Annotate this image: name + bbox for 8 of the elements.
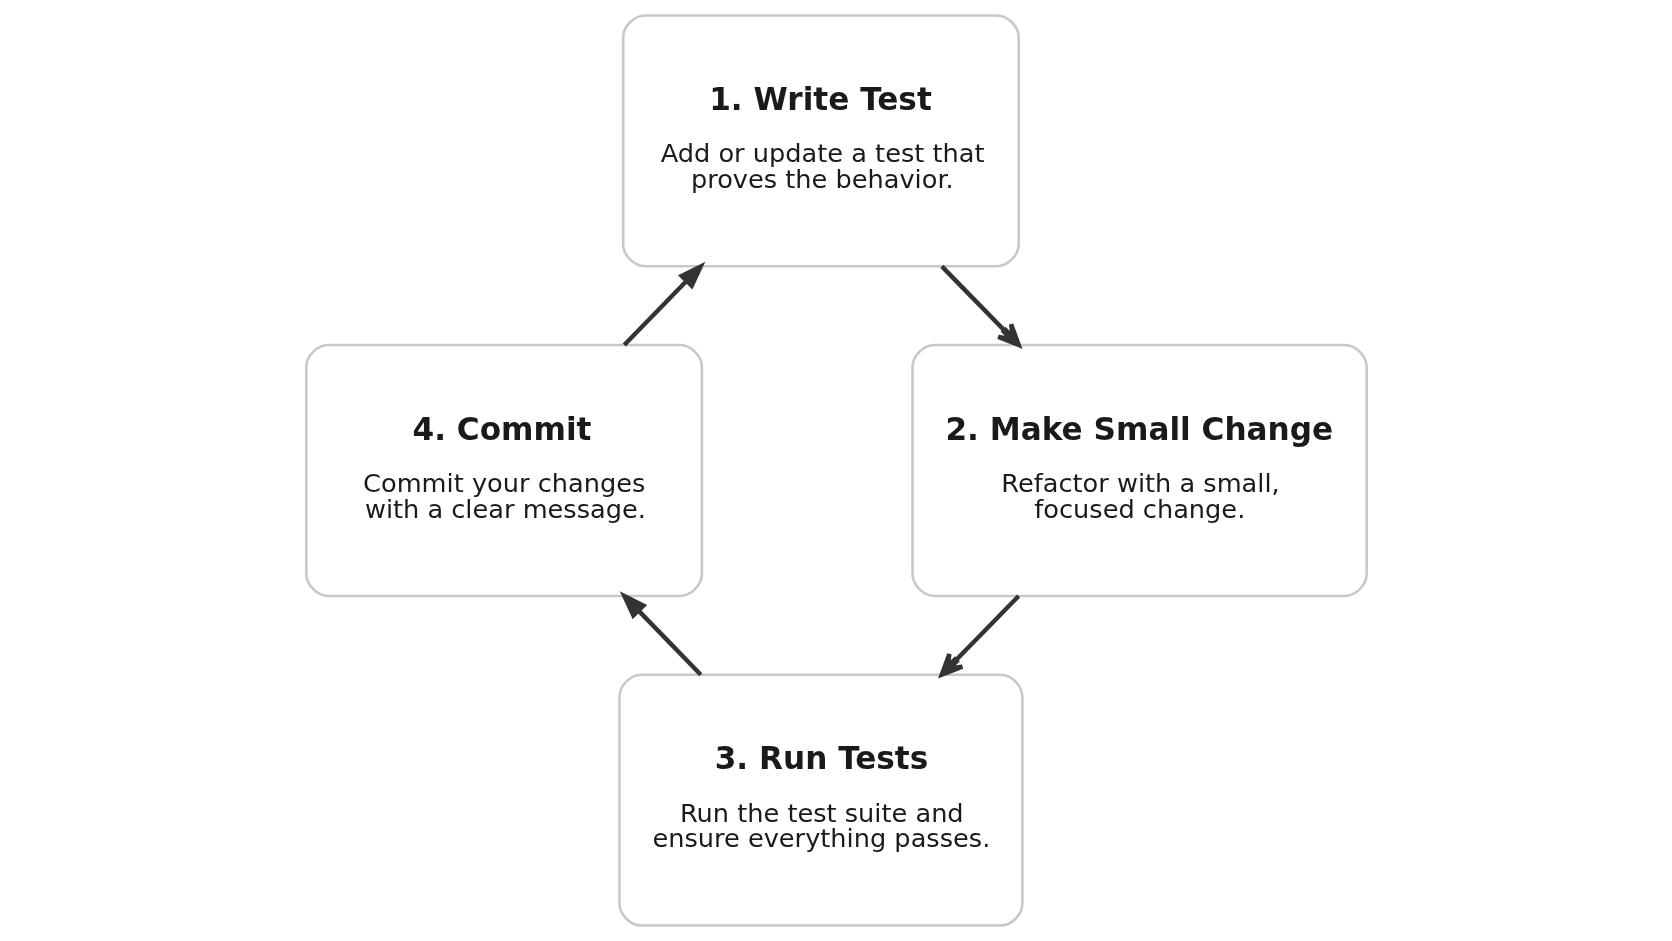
node-box: 1. Write Test Add or update a test that proves the behavior. bbox=[621, 14, 1020, 268]
node-box: 3. Run Tests Run the test suite and ensure everything passes. bbox=[617, 673, 1024, 927]
arrow bbox=[622, 261, 705, 347]
arrow bbox=[619, 591, 702, 677]
arrow bbox=[939, 594, 1020, 677]
node-box: 2. Make Small Change Refactor with a small, focused change. bbox=[910, 343, 1368, 598]
node-box: 4. Commit Commit your changes with a clear message. bbox=[304, 343, 703, 598]
arrow bbox=[939, 264, 1021, 348]
